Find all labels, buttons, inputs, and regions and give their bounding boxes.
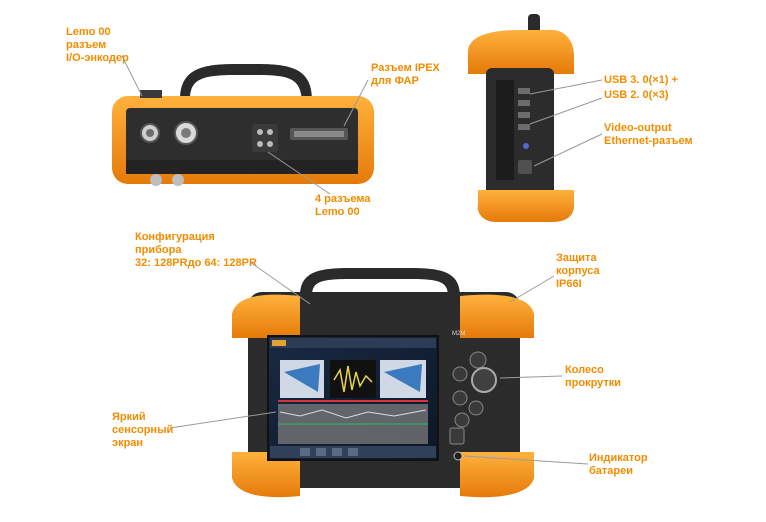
ip66-label: Защита корпуса IP66I (556, 252, 600, 290)
brand-text: Eddyfi Technologies (466, 454, 502, 459)
wheel-label: Колесо прокрутки (565, 364, 622, 389)
lemo4-label: 4 разъема Lemo 00 (315, 193, 371, 218)
top-view-device (112, 64, 374, 186)
video-label: Video-output Ethernet-разъем (604, 122, 693, 147)
model-text: M2M (452, 331, 465, 337)
grid-button[interactable] (449, 427, 465, 445)
function-button[interactable] (454, 412, 470, 428)
battery-label: Индикатор батареи (589, 452, 648, 477)
front-view-device: M2M Eddyfi Technologies (232, 268, 534, 498)
function-button[interactable] (452, 366, 468, 382)
function-button[interactable] (468, 400, 484, 416)
screen-label: Яркий сенсорный экран (112, 411, 174, 449)
config-label: Конфигурация прибора 32: 128PRдо 64: 128… (135, 231, 257, 269)
battery-indicator-icon (453, 451, 463, 461)
lemo4-connectors-icon (252, 124, 278, 152)
side-view-device (468, 14, 574, 222)
lemo-io-label: Lemo 00 разъем I/O-энкодер (66, 26, 129, 64)
leader-lines (121, 55, 603, 465)
function-button[interactable] (452, 390, 468, 406)
usb-label: USB 3. 0(×1) + USB 2. 0(×3) (604, 74, 678, 101)
ipex-label: Разъем IPEX для ФАР (371, 62, 440, 87)
function-button[interactable] (469, 351, 487, 369)
scroll-wheel[interactable] (471, 367, 497, 393)
